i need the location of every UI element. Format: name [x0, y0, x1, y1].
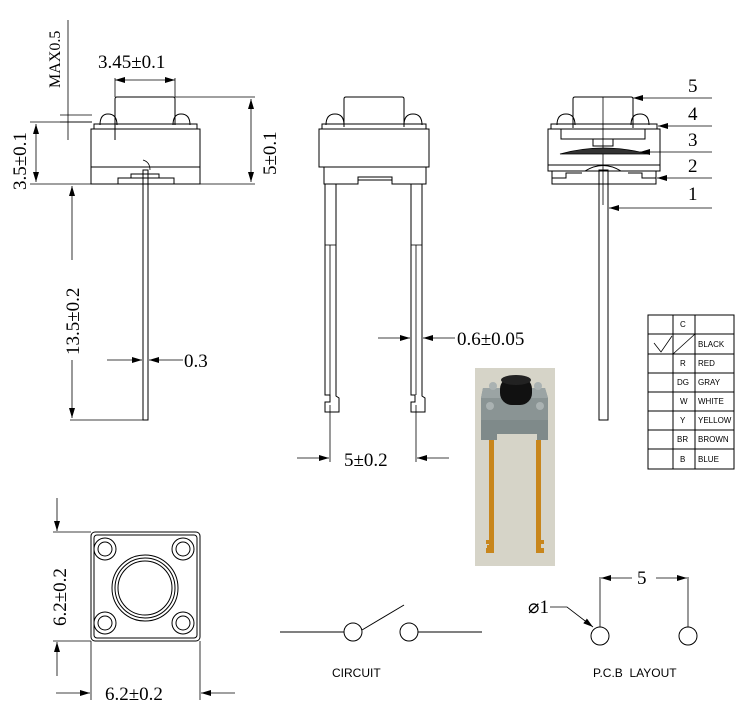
dome-right: [172, 113, 191, 126]
section-view: 5 4 3 2 1: [547, 76, 712, 421]
pcb-layout: 5 ⌀1 P.C.B LAYOUT: [528, 568, 698, 680]
table-header-c: C: [680, 320, 686, 329]
color-black: BLACK: [698, 340, 725, 349]
dim-lead-width: 0.6±0.05: [457, 329, 524, 350]
front-view: 0.6±0.05 5±0.2: [297, 96, 524, 471]
code-w: W: [680, 397, 688, 406]
dim-max-protrusion: MAX0.5: [47, 31, 64, 88]
part-label-2: 2: [688, 156, 698, 177]
dim-total-height: 5±0.1: [260, 131, 281, 175]
color-brown: BROWN: [698, 435, 729, 444]
check-icon: [653, 335, 673, 353]
color-red: RED: [698, 359, 715, 368]
color-gray: GRAY: [698, 378, 721, 387]
circuit-symbol: CIRCUIT: [280, 604, 482, 680]
code-r: R: [680, 359, 686, 368]
color-table: C BLACK R RED DG GRAY W WHITE Y YELLOW B…: [647, 314, 735, 470]
dim-lead-thickness: 0.3: [184, 351, 208, 372]
dim-lead-length: 13.5±0.2: [63, 288, 84, 355]
dim-cap-width: 3.45±0.1: [98, 52, 165, 73]
code-dg: DG: [677, 378, 689, 387]
top-view: 6.2±0.2 6.2±0.2: [50, 498, 235, 705]
part-label-3: 3: [688, 130, 698, 151]
circuit-caption: CIRCUIT: [332, 666, 381, 680]
color-yellow: YELLOW: [698, 416, 732, 425]
dim-pcb-hole: ⌀1: [528, 597, 549, 618]
dim-lead-pitch: 5±0.2: [344, 450, 388, 471]
dim-body-height: 3.5±0.1: [10, 132, 31, 190]
dim-pcb-pitch: 5: [637, 568, 647, 589]
lead: [142, 169, 149, 421]
code-b: B: [680, 455, 685, 464]
dim-body-width-top: 6.2±0.2: [105, 684, 163, 705]
color-blue: BLUE: [698, 455, 719, 464]
part-label-4: 4: [688, 104, 698, 125]
product-photo: [475, 368, 555, 566]
part-label-5: 5: [688, 76, 698, 97]
part-label-1: 1: [688, 184, 698, 205]
pcb-caption: P.C.B LAYOUT: [593, 666, 677, 680]
dim-body-height-top: 6.2±0.2: [50, 568, 71, 626]
plunger-cap: [114, 96, 176, 140]
code-br: BR: [677, 435, 688, 444]
color-white: WHITE: [698, 397, 724, 406]
side-view: 3.45±0.1 MAX0.5 3.5±0.1 5±0.1 13.5±0.2 0…: [10, 20, 281, 421]
dome-left: [99, 113, 118, 126]
code-y: Y: [680, 416, 686, 425]
